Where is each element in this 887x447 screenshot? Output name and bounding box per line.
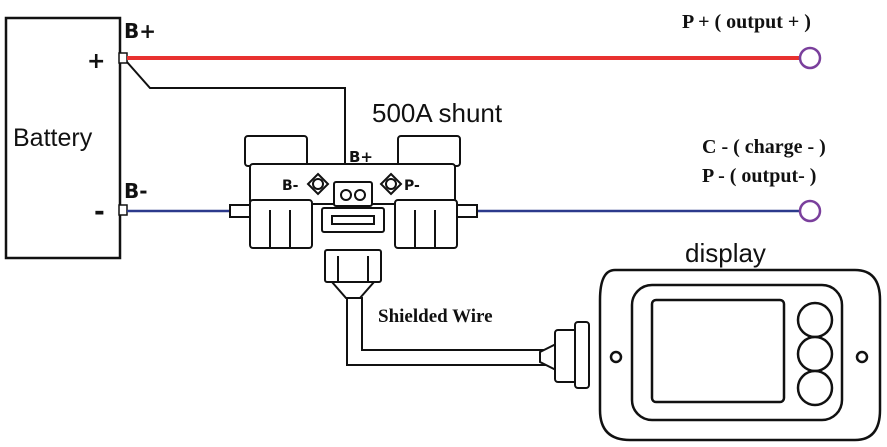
display-screen [650, 298, 786, 404]
display-button-middle [796, 335, 834, 373]
p-plus-output-label: P + ( output + ) [682, 11, 811, 33]
shunt-right-cap [397, 135, 461, 167]
shunt-sense-screw-2 [354, 189, 366, 201]
p-minus-output-terminal [798, 199, 822, 223]
shunt-title: 500A shunt [372, 98, 503, 128]
shunt-left-cap [244, 135, 308, 167]
display-button-top [796, 301, 834, 339]
shunt-right-wire-tip [456, 204, 478, 218]
battery: Battery + - [4, 16, 128, 260]
battery-label: Battery [13, 124, 93, 152]
battery-minus-sign: - [94, 197, 105, 227]
battery-plus-sign: + [87, 49, 105, 74]
shunt-sense-terminal [333, 181, 373, 207]
shunt-b-plus-label: B+ [349, 148, 373, 166]
display-connector-plug [574, 321, 590, 389]
p-plus-output-terminal [798, 46, 822, 70]
display-button-bottom [796, 369, 834, 407]
b-plus-sense-wire [126, 61, 346, 192]
terminal-b-plus-label: B+ [124, 19, 156, 43]
shunt-connector-taper [329, 281, 377, 299]
display-connector-body [554, 329, 578, 383]
shunt-right-lug [394, 199, 458, 249]
battery-negative-post [118, 204, 128, 216]
display-mount-hole-right [855, 350, 869, 364]
shunt: 500A shunt B+ B- P- [229, 98, 503, 299]
shunt-bottom-connector [324, 249, 382, 283]
display-connector [539, 321, 590, 389]
shielded-wire-label: Shielded Wire [378, 306, 493, 327]
shunt-b-minus-screw [306, 172, 330, 196]
p-minus-output-label: P - ( output- ) [702, 165, 816, 187]
battery-body [4, 16, 122, 260]
terminal-b-minus-label: B- [124, 179, 148, 203]
shunt-resistor-strip [331, 215, 375, 225]
display-label: display [685, 238, 766, 268]
display-unit: display [598, 238, 882, 442]
shunt-sense-screw-1 [340, 189, 352, 201]
battery-positive-post [118, 52, 128, 64]
shunt-left-lug [249, 199, 313, 249]
shunt-b-minus-label: B- [282, 178, 299, 194]
display-mount-hole-left [609, 350, 623, 364]
shunt-p-minus-label: P- [404, 178, 420, 194]
shunt-left-wire-tip [229, 204, 251, 218]
c-minus-charge-label: C - ( charge - ) [702, 136, 826, 158]
shunt-p-minus-screw [379, 172, 403, 196]
